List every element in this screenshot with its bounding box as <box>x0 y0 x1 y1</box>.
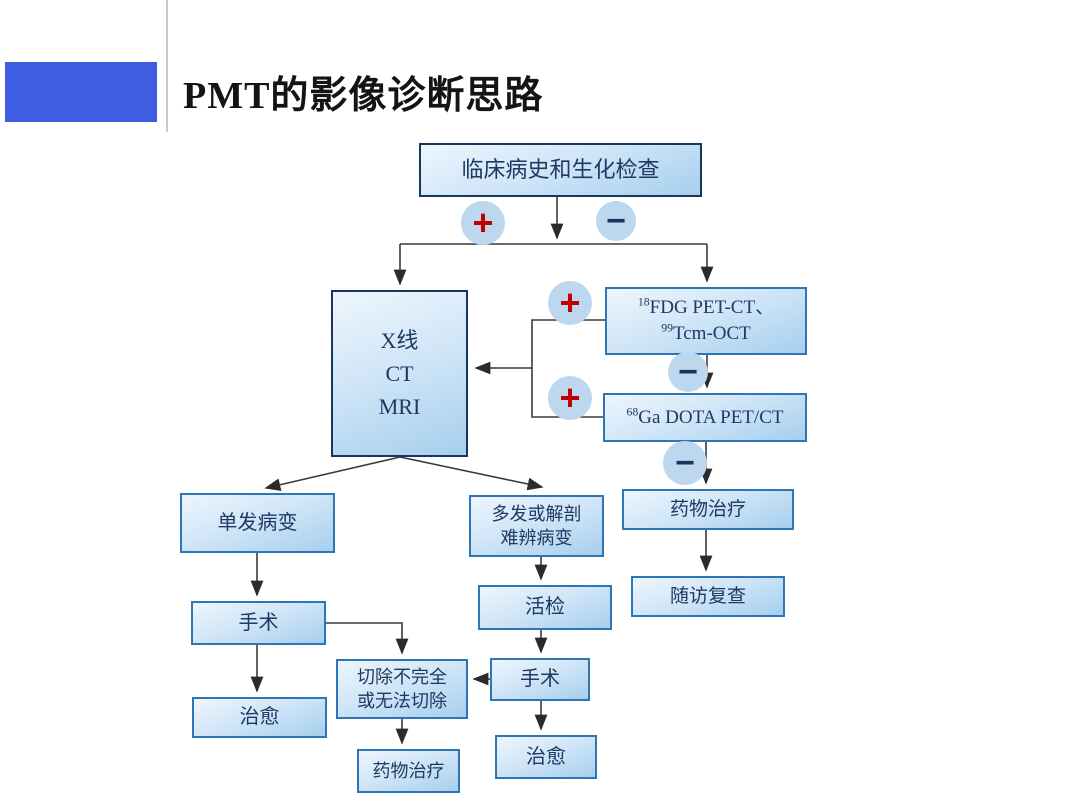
node-label: 药物治疗 <box>372 760 445 781</box>
isotope-superscript: 68 <box>626 405 639 419</box>
node-line: MRI <box>378 394 421 419</box>
isotope-superscript: 18 <box>637 296 650 310</box>
node-drug-treatment-right: 药物治疗 <box>622 489 794 530</box>
node-label: 药物治疗 <box>669 498 746 520</box>
node-line: 99Tcm-OCT <box>661 321 751 347</box>
page-title: PMT的影像诊断思路 <box>183 75 544 117</box>
node-line: 18FDG PET-CT、 <box>638 295 774 321</box>
node-incomplete-resection: 切除不完全 或无法切除 <box>336 659 468 719</box>
node-fdg-petct: 18FDG PET-CT、 99Tcm-OCT <box>605 287 807 355</box>
node-line: 多发或解剖 <box>491 503 582 524</box>
node-followup-review: 随访复查 <box>631 576 785 617</box>
node-label: 临床病史和生化检查 <box>461 157 660 183</box>
plus-sign-icon: + <box>548 281 592 325</box>
node-label: 单发病变 <box>217 511 298 534</box>
node-biopsy: 活检 <box>478 585 612 630</box>
node-text: FDG PET-CT、 <box>649 297 775 319</box>
node-label: 随访复查 <box>669 585 746 607</box>
node-drug-treatment-bottom: 药物治疗 <box>357 749 460 793</box>
node-label: 活检 <box>525 596 565 618</box>
node-text: Ga DOTA PET/CT <box>638 406 784 428</box>
minus-sign-icon: − <box>668 352 708 392</box>
node-line: X线 <box>380 328 419 353</box>
node-line: 或无法切除 <box>357 691 447 711</box>
node-cure-left: 治愈 <box>192 697 327 738</box>
node-surgery-middle: 手术 <box>490 658 590 701</box>
node-clinical-history: 临床病史和生化检查 <box>419 143 702 197</box>
minus-sign-icon: − <box>596 201 636 241</box>
node-text: Tcm-OCT <box>672 323 751 344</box>
node-cure-right: 治愈 <box>495 735 597 779</box>
node-multiple-lesion: 多发或解剖 难辨病变 <box>469 495 604 557</box>
node-ga-dota-petct: 68Ga DOTA PET/CT <box>603 393 807 442</box>
title-accent-bar <box>5 62 157 122</box>
node-line: 切除不完全 <box>357 666 447 687</box>
title-divider-line <box>166 0 168 132</box>
node-line: CT <box>385 361 414 386</box>
node-line: 68Ga DOTA PET/CT <box>627 405 784 431</box>
node-surgery-left: 手术 <box>191 601 326 645</box>
node-line: 难辨病变 <box>500 528 573 548</box>
node-xray-ct-mri: X线 CT MRI <box>331 290 468 457</box>
minus-sign-icon: − <box>663 441 707 485</box>
node-label: 治愈 <box>239 706 280 728</box>
plus-sign-icon: + <box>548 376 592 420</box>
isotope-superscript: 99 <box>661 321 673 335</box>
node-label: 手术 <box>238 611 279 634</box>
node-label: 手术 <box>520 668 560 690</box>
node-single-lesion: 单发病变 <box>180 493 335 553</box>
node-label: 治愈 <box>526 745 566 768</box>
plus-sign-icon: + <box>461 201 505 245</box>
